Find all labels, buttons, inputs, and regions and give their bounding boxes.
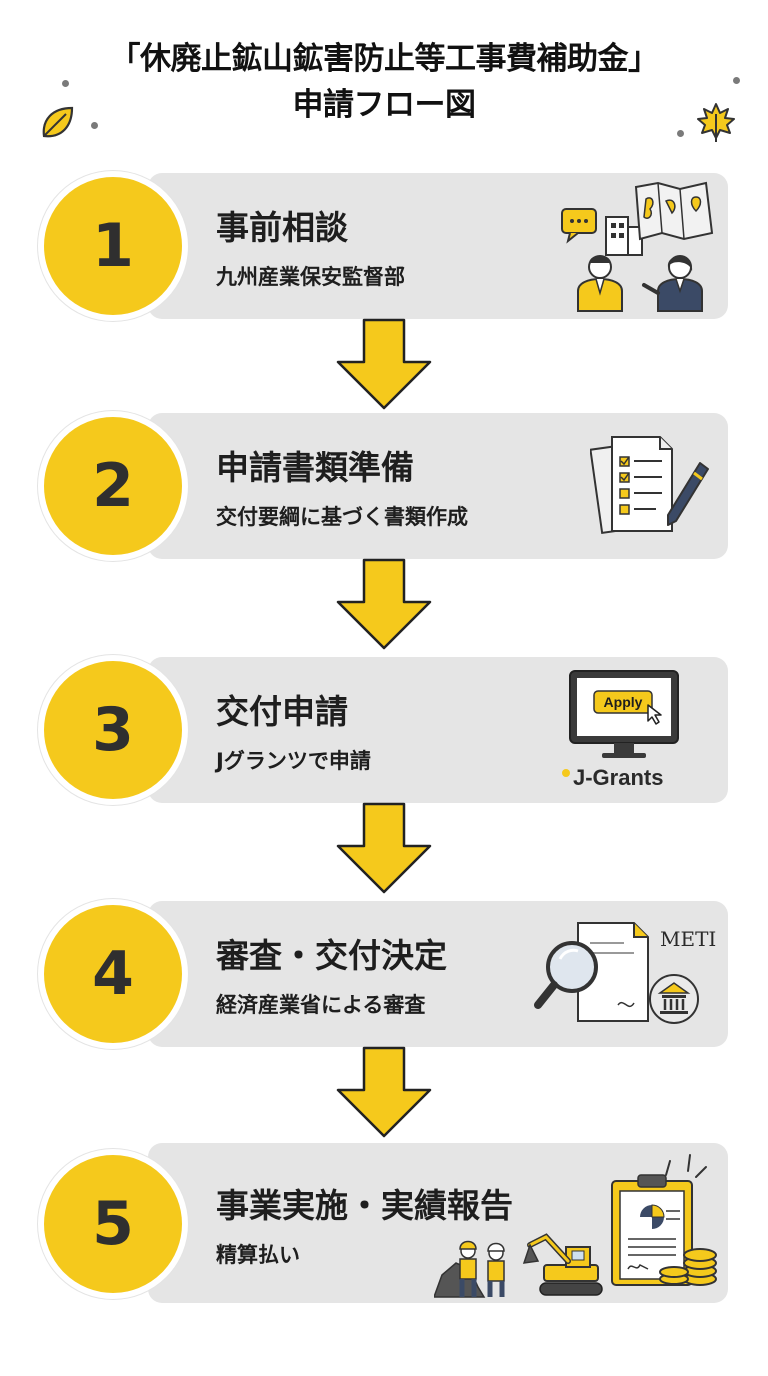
- construction-report-icon: [434, 1154, 717, 1298]
- step-subtitle: 交付要綱に基づく書類作成: [216, 505, 468, 529]
- decorative-dot: [91, 122, 98, 129]
- review-magnifier-icon: [534, 922, 699, 1024]
- step-number-circle: 4: [38, 899, 188, 1049]
- flow-arrow-down-icon: [336, 558, 432, 650]
- leaf-icon: [42, 106, 74, 138]
- step-1: 1 事前相談 九州産業保安監督部: [38, 171, 728, 321]
- step-title: 事業実施・実績報告: [216, 1186, 513, 1225]
- step-subtitle: 精算払い: [216, 1243, 300, 1267]
- step-3: 3 交付申請 Jグランツで申請 Apply J-Grants: [38, 655, 728, 805]
- step-subtitle: 九州産業保安監督部: [216, 265, 405, 289]
- step-5: 5 事業実施・実績報告 精算払い: [38, 1143, 728, 1303]
- flow-arrow-down-icon: [336, 1046, 432, 1138]
- title-line-1: 「休廃止鉱山鉱害防止等工事費補助金」: [109, 41, 660, 77]
- meti-label: METI: [660, 927, 717, 951]
- step-title: 事前相談: [216, 208, 348, 247]
- j-grants-logo: J-Grants: [562, 765, 663, 791]
- step-number: 3: [92, 695, 134, 765]
- step-title: 交付申請: [216, 692, 348, 731]
- step-number-circle: 1: [38, 171, 188, 321]
- step-subtitle: 経済産業省による審査: [216, 993, 426, 1017]
- step-4: 4 審査・交付決定 経済産業省による審査 METI: [38, 899, 728, 1049]
- flow-arrow-down-icon: [336, 802, 432, 894]
- step-number: 5: [92, 1189, 134, 1259]
- documents-pen-icon: [590, 436, 709, 535]
- step-number: 4: [92, 939, 134, 1009]
- j-grants-mark-icon: [562, 769, 570, 777]
- step-number: 1: [92, 211, 134, 281]
- step-number: 2: [92, 451, 134, 521]
- step-title: 審査・交付決定: [216, 936, 447, 975]
- maple-leaf-icon: [697, 103, 735, 142]
- decorative-dot: [733, 77, 740, 84]
- j-grants-logo-text: J-Grants: [573, 765, 664, 790]
- step-2: 2 申請書類準備 交付要綱に基づく書類作成: [38, 411, 728, 561]
- flow-arrow-down-icon: [336, 318, 432, 410]
- step-number-circle: 2: [38, 411, 188, 561]
- apply-button-label: Apply: [603, 694, 643, 710]
- consultation-icon: [561, 181, 714, 312]
- decorative-dot: [62, 80, 69, 87]
- step-number-circle: 3: [38, 655, 188, 805]
- decorative-dot: [677, 130, 684, 137]
- computer-apply-icon: [569, 670, 679, 758]
- page-title: 「休廃止鉱山鉱害防止等工事費補助金」 申請フロー図: [0, 36, 768, 128]
- step-subtitle: Jグランツで申請: [216, 749, 371, 773]
- step-number-circle: 5: [38, 1149, 188, 1299]
- step-title: 申請書類準備: [216, 448, 414, 487]
- title-line-2: 申請フロー図: [292, 87, 477, 123]
